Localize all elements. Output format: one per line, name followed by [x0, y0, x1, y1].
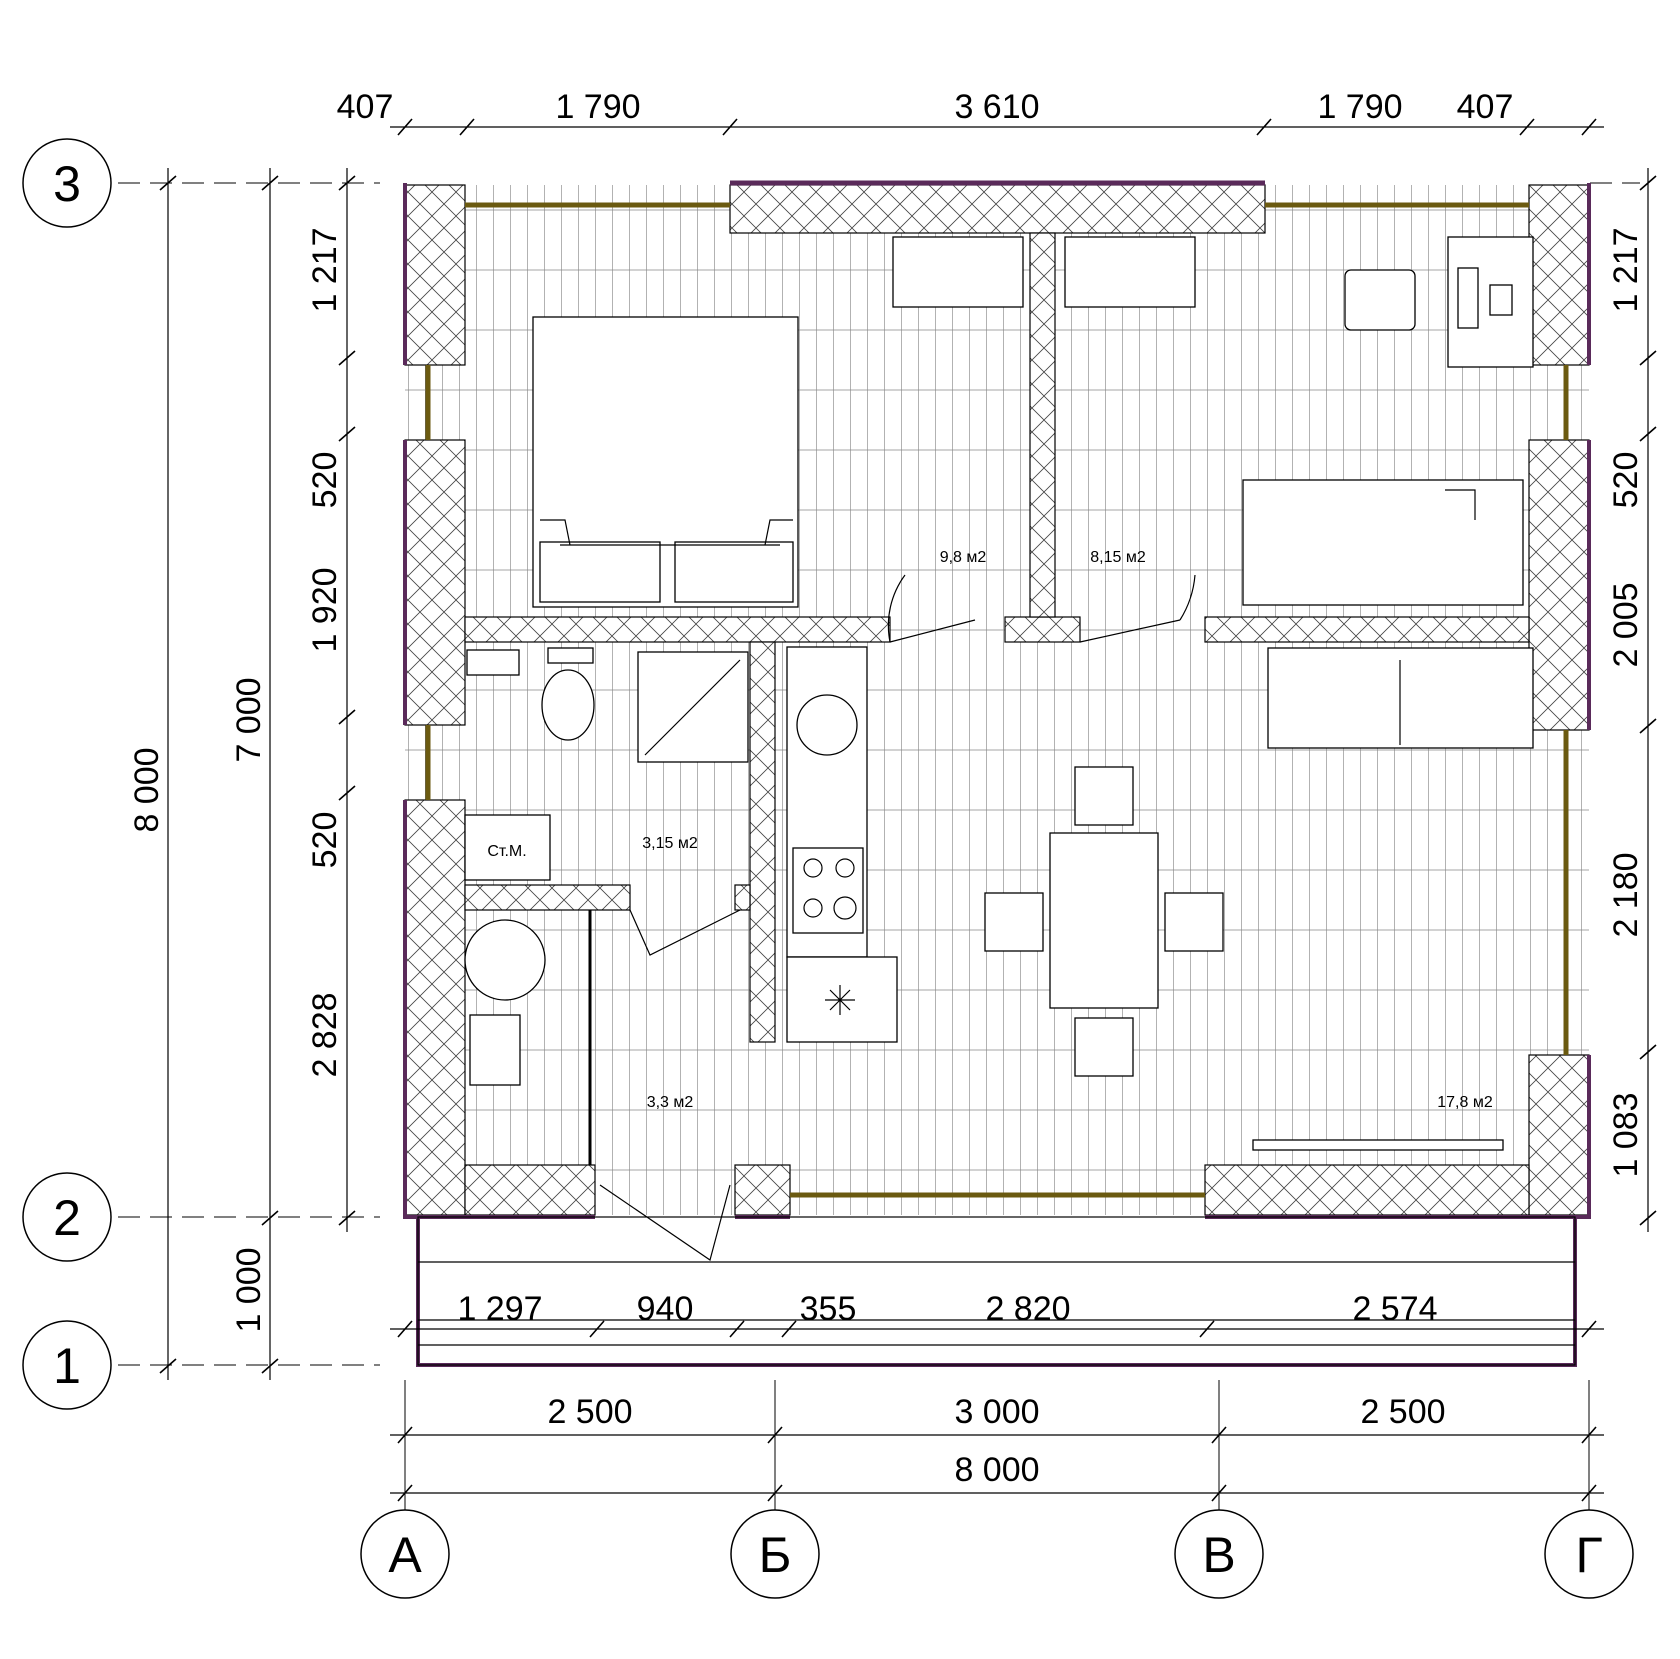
- axis-label: А: [388, 1527, 422, 1583]
- desk: [1344, 236, 1534, 368]
- axis-label: 3: [53, 156, 81, 212]
- axis-bubble: [1174, 1509, 1264, 1599]
- chair: [984, 892, 1044, 952]
- wardrobe: [892, 236, 1024, 308]
- dining-table: [1049, 832, 1159, 1009]
- axis-label: В: [1202, 1527, 1235, 1583]
- dim-left: 1 217: [306, 227, 344, 312]
- dim-terrace: 2 574: [1352, 1290, 1437, 1328]
- dim-top: 407: [1457, 88, 1514, 126]
- dim-bottom-total: 8 000: [954, 1451, 1039, 1489]
- chair: [1074, 1017, 1134, 1077]
- axis-vertical-lines: [404, 1380, 1590, 1510]
- coat-rack: [469, 1014, 521, 1086]
- office-chair: [1344, 269, 1416, 331]
- tv-stand: [1252, 1139, 1504, 1151]
- dim-top: 407: [337, 88, 394, 126]
- dim-left-middle: 1 000: [230, 1247, 268, 1332]
- room-area-bedroom-1: 9,8 м2: [940, 549, 987, 566]
- dim-top: 1 790: [555, 88, 640, 126]
- dim-left-outer: 8 000: [128, 747, 166, 832]
- right-dimensions: 1 217 520 2 005 2 180 1 083: [1607, 227, 1645, 1177]
- doors: [599, 574, 1196, 1261]
- dim-right: 2 180: [1607, 852, 1645, 937]
- dim-left: 520: [306, 452, 344, 509]
- dim-bottom: 2 500: [1360, 1393, 1445, 1431]
- dim-terrace: 2 820: [985, 1290, 1070, 1328]
- room-area-bathroom: 3,15 м2: [642, 835, 698, 852]
- hob: [792, 847, 864, 934]
- chair: [1164, 892, 1224, 952]
- axis-bubble: [1544, 1509, 1634, 1599]
- dim-right: 1 217: [1607, 227, 1645, 312]
- toilet: [541, 669, 595, 741]
- terrace: [417, 1216, 1576, 1366]
- dim-left: 2 828: [306, 992, 344, 1077]
- column-axis-bubbles: А Б В Г: [360, 1509, 1634, 1599]
- axis-label: Б: [759, 1527, 792, 1583]
- dimension-ticks: [159, 118, 1657, 1502]
- dim-top: 3 610: [954, 88, 1039, 126]
- dim-left: 520: [306, 812, 344, 869]
- sink-round: [796, 694, 858, 756]
- windows: [425, 202, 1569, 1198]
- building: Ст.М.: [403, 180, 1591, 1367]
- kitchen: [786, 646, 898, 1043]
- room-area-living: 17,8 м2: [1437, 1094, 1493, 1111]
- axis-gridlines: [118, 182, 1640, 1366]
- left-inner-dimensions: 1 217 520 1 920 520 2 828: [306, 227, 344, 1077]
- wardrobe: [1064, 236, 1196, 308]
- axis-label: 1: [53, 1338, 81, 1394]
- door-swing: [629, 909, 741, 956]
- dim-terrace: 1 297: [457, 1290, 542, 1328]
- top-dimensions: 407 1 790 3 610 1 790 407: [337, 88, 1514, 126]
- sink: [466, 649, 520, 676]
- dim-left-middle: 7 000: [230, 677, 268, 762]
- axis-bubble: [730, 1509, 820, 1599]
- chair: [1074, 766, 1134, 826]
- bathroom-fixtures: Ст.М.: [464, 647, 749, 881]
- room-area-bedroom-2: 8,15 м2: [1090, 549, 1146, 566]
- boiler: [464, 919, 546, 1001]
- dim-right: 1 083: [1607, 1092, 1645, 1177]
- dim-right: 520: [1607, 452, 1645, 509]
- left-middle-dimensions: 7 000 1 000: [230, 677, 268, 1332]
- axis-bubble: [22, 1320, 112, 1410]
- axis-bubble: [22, 138, 112, 228]
- washing-machine-label: Ст.М.: [487, 843, 526, 860]
- door-swing: [599, 1184, 731, 1261]
- dimension-lines: [167, 126, 1649, 1494]
- axis-bubble: [360, 1509, 450, 1599]
- terrace-dimensions: 1 297 940 355 2 820 2 574: [457, 1290, 1437, 1328]
- room-area-hall: 3,3 м2: [647, 1094, 694, 1111]
- dim-terrace: 355: [800, 1290, 857, 1328]
- single-bed: [1242, 479, 1524, 606]
- dim-top: 1 790: [1317, 88, 1402, 126]
- outer-walls: [404, 184, 1590, 1216]
- dim-bottom: 3 000: [954, 1393, 1039, 1431]
- door-swing: [1079, 574, 1196, 643]
- axis-label: Г: [1575, 1527, 1602, 1583]
- axis-label: 2: [53, 1190, 81, 1246]
- dim-terrace: 940: [637, 1290, 694, 1328]
- double-bed: [532, 316, 799, 608]
- door-swing: [887, 574, 976, 643]
- washing-machine: [464, 814, 551, 881]
- dim-left: 1 920: [306, 567, 344, 652]
- dim-right: 2 005: [1607, 582, 1645, 667]
- bottom-dimensions: 2 500 3 000 2 500 8 000: [547, 1393, 1445, 1489]
- dining-set: [984, 766, 1224, 1077]
- partitions: [464, 232, 1530, 1165]
- dim-bottom: 2 500: [547, 1393, 632, 1431]
- row-axis-bubbles: 3 2 1: [22, 138, 112, 1410]
- axis-bubble: [22, 1172, 112, 1262]
